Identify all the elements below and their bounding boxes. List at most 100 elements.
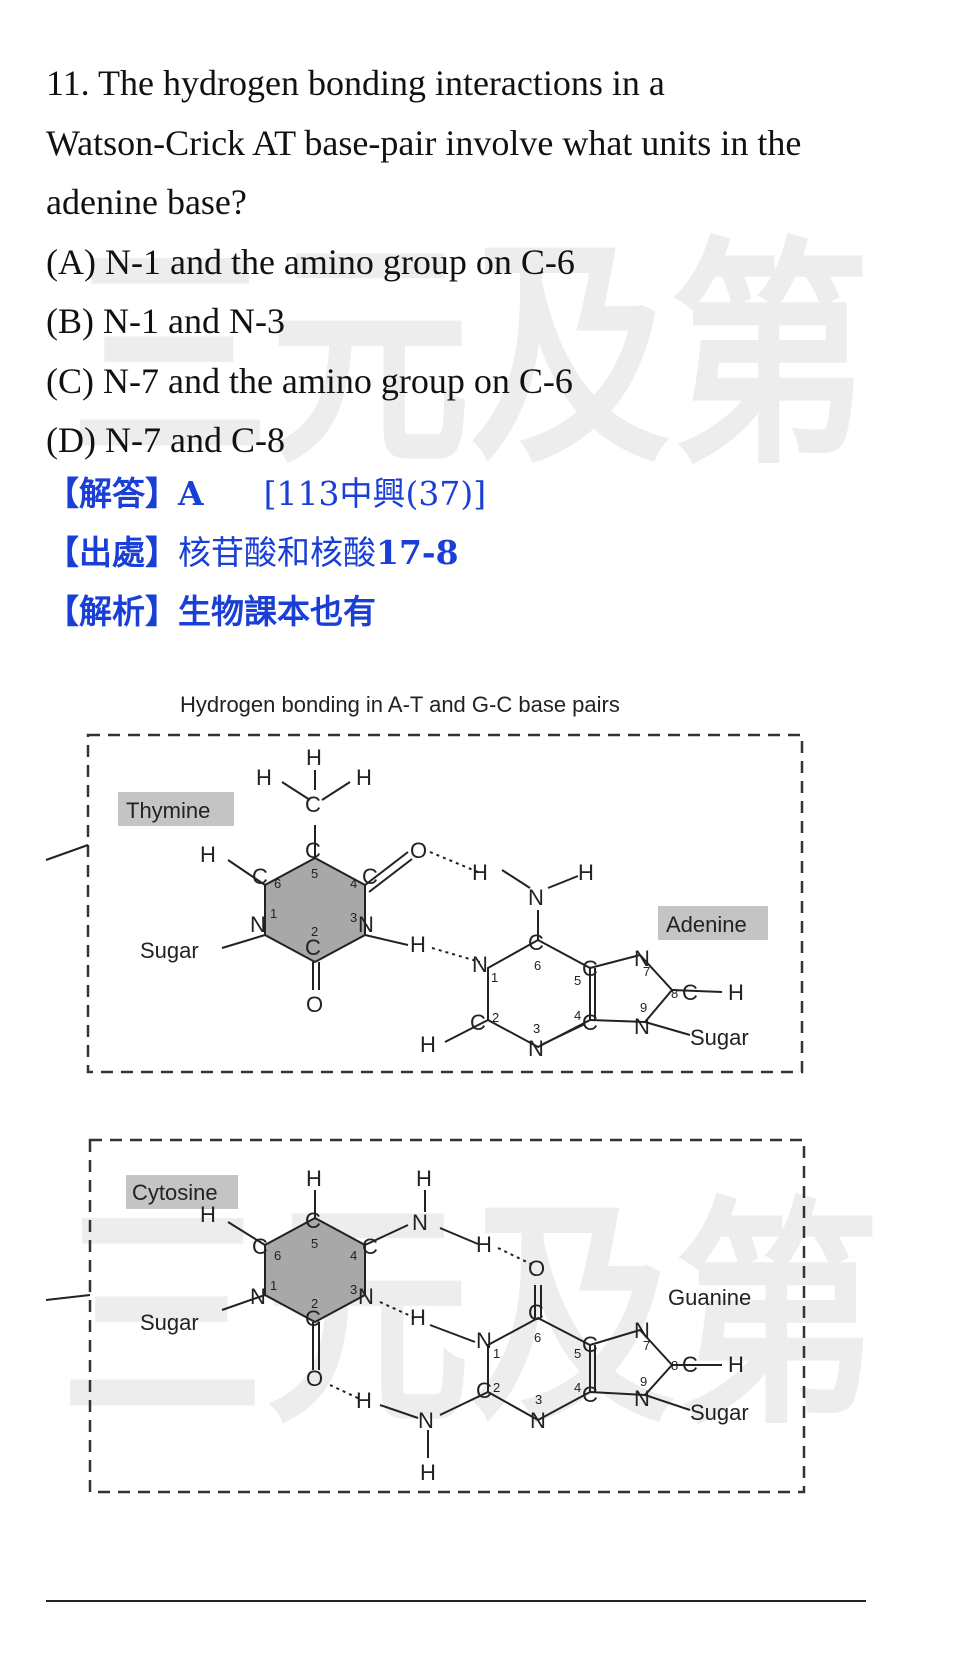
svg-text:2: 2 <box>311 1296 318 1311</box>
svg-text:C: C <box>582 956 598 981</box>
svg-text:N: N <box>250 912 266 937</box>
svg-text:4: 4 <box>350 1248 357 1263</box>
svg-text:C: C <box>305 1208 321 1233</box>
gc-pair-box <box>88 1138 806 1494</box>
svg-text:O: O <box>306 992 323 1017</box>
svg-text:5: 5 <box>574 1346 581 1361</box>
svg-text:C: C <box>362 1234 378 1259</box>
svg-text:C: C <box>305 792 321 817</box>
svg-text:N: N <box>476 1328 492 1353</box>
svg-text:5: 5 <box>311 866 318 881</box>
answer-letter: A <box>178 474 204 513</box>
svg-text:6: 6 <box>534 958 541 973</box>
svg-text:9: 9 <box>640 1000 647 1015</box>
svg-text:2: 2 <box>311 924 318 939</box>
svg-text:O: O <box>410 838 427 863</box>
figure-title: Hydrogen bonding in A-T and G-C base pai… <box>180 692 620 717</box>
svg-text:H: H <box>200 842 216 867</box>
bottom-rule <box>46 1600 866 1602</box>
svg-text:N: N <box>472 952 488 977</box>
svg-text:H: H <box>728 1352 744 1377</box>
svg-text:2: 2 <box>493 1380 500 1395</box>
answer-label: 【解答】 <box>46 474 178 513</box>
svg-text:N: N <box>412 1210 428 1235</box>
svg-text:N: N <box>634 946 650 971</box>
question-block: 11. The hydrogen bonding interactions in… <box>46 54 946 471</box>
source-text: 核苷酸和核酸 <box>178 533 376 572</box>
svg-text:C: C <box>305 1306 321 1331</box>
svg-text:O: O <box>306 1366 323 1391</box>
svg-text:H: H <box>420 1032 436 1057</box>
svg-text:8: 8 <box>671 1358 678 1373</box>
source-line: 【出處】核苷酸和核酸17-8 <box>46 523 486 582</box>
svg-text:3: 3 <box>350 910 357 925</box>
edge-mark <box>45 1294 91 1301</box>
base-pair-figure: Hydrogen bonding in A-T and G-C base pai… <box>45 692 806 1494</box>
svg-text:N: N <box>528 885 544 910</box>
question-text: adenine base? <box>46 182 247 222</box>
svg-text:C: C <box>682 980 698 1005</box>
svg-text:O: O <box>528 1256 545 1281</box>
svg-text:H: H <box>472 860 488 885</box>
option-b: (B) N-1 and N-3 <box>46 301 285 341</box>
svg-text:N: N <box>634 1386 650 1411</box>
svg-text:C: C <box>362 864 378 889</box>
svg-text:1: 1 <box>493 1346 500 1361</box>
svg-text:8: 8 <box>671 986 678 1001</box>
svg-text:3: 3 <box>535 1392 542 1407</box>
svg-text:C: C <box>528 930 544 955</box>
sugar-label: Sugar <box>690 1025 749 1050</box>
svg-text:6: 6 <box>274 1248 281 1263</box>
svg-text:6: 6 <box>274 876 281 891</box>
svg-text:N: N <box>250 1284 266 1309</box>
svg-text:2: 2 <box>492 1010 499 1025</box>
analysis-label: 【解析】 <box>46 592 178 631</box>
answer-block: 【解答】A[113中興(37)] 【出處】核苷酸和核酸17-8 【解析】生物課本… <box>46 464 486 641</box>
svg-text:C: C <box>252 864 268 889</box>
svg-text:C: C <box>582 1382 598 1407</box>
svg-text:N: N <box>358 1284 374 1309</box>
cytosine-label-bg <box>126 1175 238 1209</box>
adenine-label-bg <box>658 906 768 940</box>
sugar-label: Sugar <box>690 1400 749 1425</box>
svg-text:9: 9 <box>640 1374 647 1389</box>
sugar-label: Sugar <box>140 938 199 963</box>
svg-text:C: C <box>470 1010 486 1035</box>
svg-text:5: 5 <box>311 1236 318 1251</box>
svg-text:H: H <box>356 765 372 790</box>
option-d: (D) N-7 and C-8 <box>46 420 285 460</box>
question-text: 11. The hydrogen bonding interactions in… <box>46 63 665 103</box>
cytosine-label: Cytosine <box>132 1180 218 1205</box>
adenine-label: Adenine <box>666 912 747 937</box>
thymine-label-bg <box>118 792 234 826</box>
svg-text:H: H <box>256 765 272 790</box>
guanine-label: Guanine <box>668 1285 751 1310</box>
svg-text:7: 7 <box>643 964 650 979</box>
svg-text:H: H <box>356 1388 372 1413</box>
svg-text:N: N <box>530 1408 546 1433</box>
svg-text:1: 1 <box>491 970 498 985</box>
option-c: (C) N-7 and the amino group on C-6 <box>46 360 573 401</box>
svg-text:N: N <box>528 1036 544 1061</box>
svg-text:N: N <box>358 912 374 937</box>
svg-text:H: H <box>306 745 322 770</box>
sugar-label: Sugar <box>140 1310 199 1335</box>
svg-text:3: 3 <box>533 1021 540 1036</box>
svg-text:C: C <box>252 1234 268 1259</box>
at-pair-box <box>86 733 804 1074</box>
question-text: Watson-Crick AT base-pair involve what u… <box>46 122 802 163</box>
answer-source: [113中興(37)] <box>263 474 487 513</box>
svg-text:H: H <box>578 860 594 885</box>
source-chapter: 17-8 <box>376 533 459 572</box>
svg-text:3: 3 <box>350 1282 357 1297</box>
source-label: 【出處】 <box>46 533 178 572</box>
svg-text:C: C <box>305 838 321 863</box>
answer-line: 【解答】A [113中興(37)] <box>46 464 486 523</box>
svg-text:5: 5 <box>574 973 581 988</box>
svg-text:4: 4 <box>574 1008 581 1023</box>
svg-text:H: H <box>416 1166 432 1191</box>
svg-text:C: C <box>476 1378 492 1403</box>
